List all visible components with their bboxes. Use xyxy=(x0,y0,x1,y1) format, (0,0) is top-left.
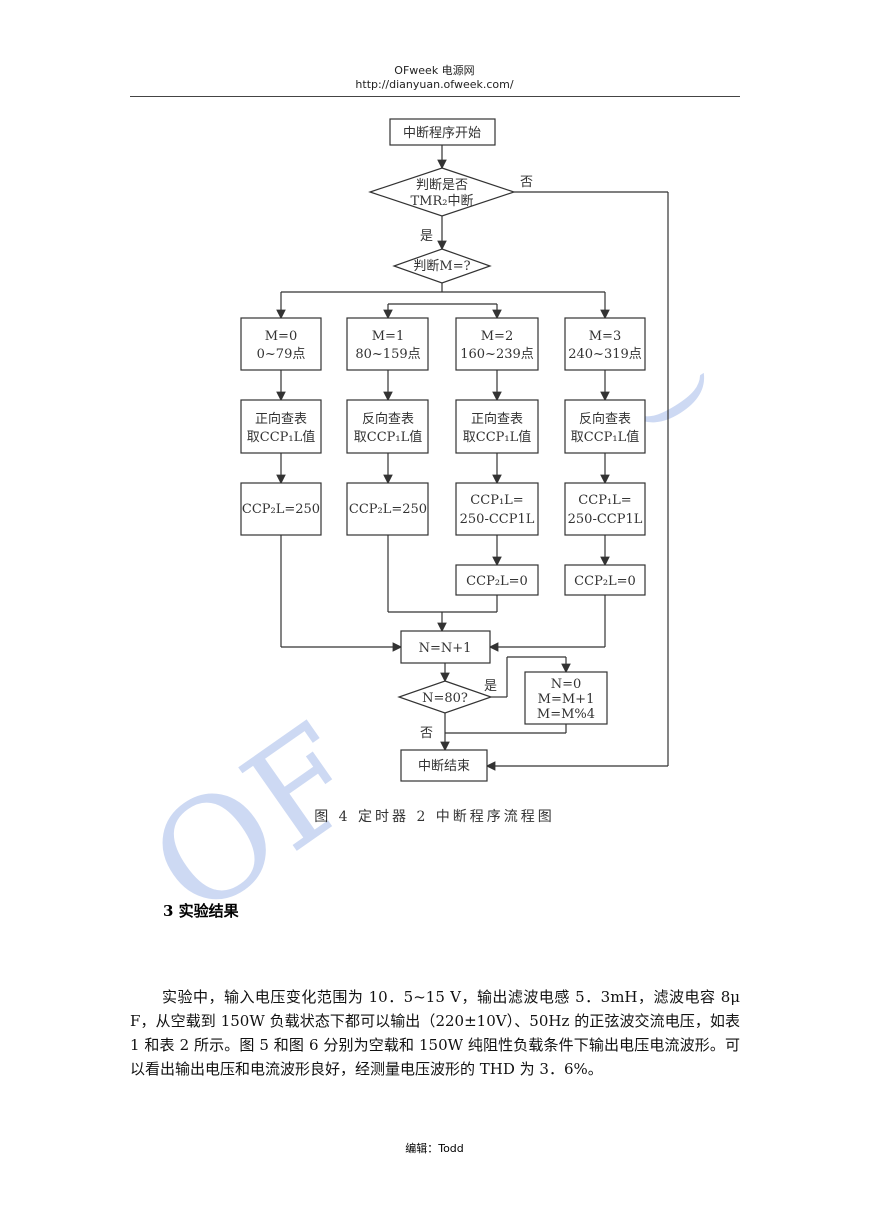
svg-text:正向查表: 正向查表 xyxy=(471,411,523,427)
svg-text:M=1: M=1 xyxy=(372,329,404,344)
decision-tmr-line1: 判断是否 xyxy=(416,178,468,193)
flow-branch-3: M=3 240~319点 反向查表 取CCP₁L值 CCP₁L= 250-CCP… xyxy=(564,317,646,596)
flow-branch-0: M=0 0~79点 正向查表 取CCP₁L值 CCP₂L=250 xyxy=(240,317,322,536)
svg-text:CCP₁L=: CCP₁L= xyxy=(578,493,631,508)
flow-reset-node: N=0 M=M+1 M=M%4 xyxy=(524,671,608,725)
svg-text:取CCP₁L值: 取CCP₁L值 xyxy=(571,429,640,445)
flow-start-node: 中断程序开始 xyxy=(389,118,496,146)
flow-start-label: 中断程序开始 xyxy=(403,126,481,141)
label-no-n: 否 xyxy=(420,726,433,741)
svg-text:M=0: M=0 xyxy=(265,329,297,344)
svg-text:取CCP₁L值: 取CCP₁L值 xyxy=(463,429,532,445)
body-paragraph: 实验中，输入电压变化范围为 10．5~15 V，输出滤波电感 5．3mH，滤波电… xyxy=(130,988,740,1078)
svg-text:取CCP₁L值: 取CCP₁L值 xyxy=(247,429,316,445)
figure-caption: 图 4 定时器 2 中断程序流程图 xyxy=(314,809,555,825)
svg-text:N=0: N=0 xyxy=(551,677,582,692)
svg-text:反向查表: 反向查表 xyxy=(362,411,414,427)
site-url[interactable]: http://dianyuan.ofweek.com/ xyxy=(355,78,514,91)
svg-text:N=80?: N=80? xyxy=(422,691,468,706)
svg-text:M=M+1: M=M+1 xyxy=(538,692,595,707)
svg-text:M=2: M=2 xyxy=(481,329,513,344)
svg-text:中断结束: 中断结束 xyxy=(418,759,470,774)
decision-m-label: 判断M=? xyxy=(413,259,470,274)
svg-text:CCP₂L=250: CCP₂L=250 xyxy=(349,502,427,517)
svg-text:CCP₂L=250: CCP₂L=250 xyxy=(242,502,320,517)
header-divider xyxy=(130,96,740,97)
svg-text:M=3: M=3 xyxy=(589,329,621,344)
editor-credit: 编辑：Todd xyxy=(405,1142,464,1155)
label-no-tmr: 否 xyxy=(520,175,533,190)
flow-end-node: 中断结束 xyxy=(400,749,488,782)
svg-text:250-CCP1L: 250-CCP1L xyxy=(568,512,643,527)
flow-increment-node: N=N+1 xyxy=(400,630,491,664)
svg-text:取CCP₁L值: 取CCP₁L值 xyxy=(354,429,423,445)
flow-decision-m: 判断M=? xyxy=(392,248,492,284)
site-name: OFweek 电源网 xyxy=(394,64,475,77)
svg-text:CCP₂L=0: CCP₂L=0 xyxy=(574,574,636,589)
flow-branch-2: M=2 160~239点 正向查表 取CCP₁L值 CCP₁L= 250-CCP… xyxy=(455,317,539,596)
section-title: 3 实验结果 xyxy=(163,902,239,920)
flow-decision-tmr: 判断是否 TMR₂中断 xyxy=(368,167,516,217)
svg-text:80~159点: 80~159点 xyxy=(355,347,420,362)
decision-tmr-line2: TMR₂中断 xyxy=(411,194,474,209)
svg-text:250-CCP1L: 250-CCP1L xyxy=(460,512,535,527)
svg-text:CCP₂L=0: CCP₂L=0 xyxy=(466,574,528,589)
svg-text:240~319点: 240~319点 xyxy=(568,347,642,362)
svg-text:0~79点: 0~79点 xyxy=(257,347,306,362)
svg-text:M=M%4: M=M%4 xyxy=(537,707,595,722)
svg-text:N=N+1: N=N+1 xyxy=(419,641,472,656)
flow-branch-1: M=1 80~159点 反向查表 取CCP₁L值 CCP₂L=250 xyxy=(346,317,429,536)
svg-text:反向查表: 反向查表 xyxy=(579,411,631,427)
svg-text:正向查表: 正向查表 xyxy=(255,411,307,427)
label-yes-tmr: 是 xyxy=(420,229,433,244)
svg-text:CCP₁L=: CCP₁L= xyxy=(470,493,523,508)
flowchart: 中断程序开始 判断是否 TMR₂中断 否 是 判断M=? M=0 0~79点 正… xyxy=(240,118,669,782)
label-yes-n: 是 xyxy=(484,679,497,694)
flow-decision-n: N=80? xyxy=(397,680,493,714)
svg-text:160~239点: 160~239点 xyxy=(460,347,534,362)
